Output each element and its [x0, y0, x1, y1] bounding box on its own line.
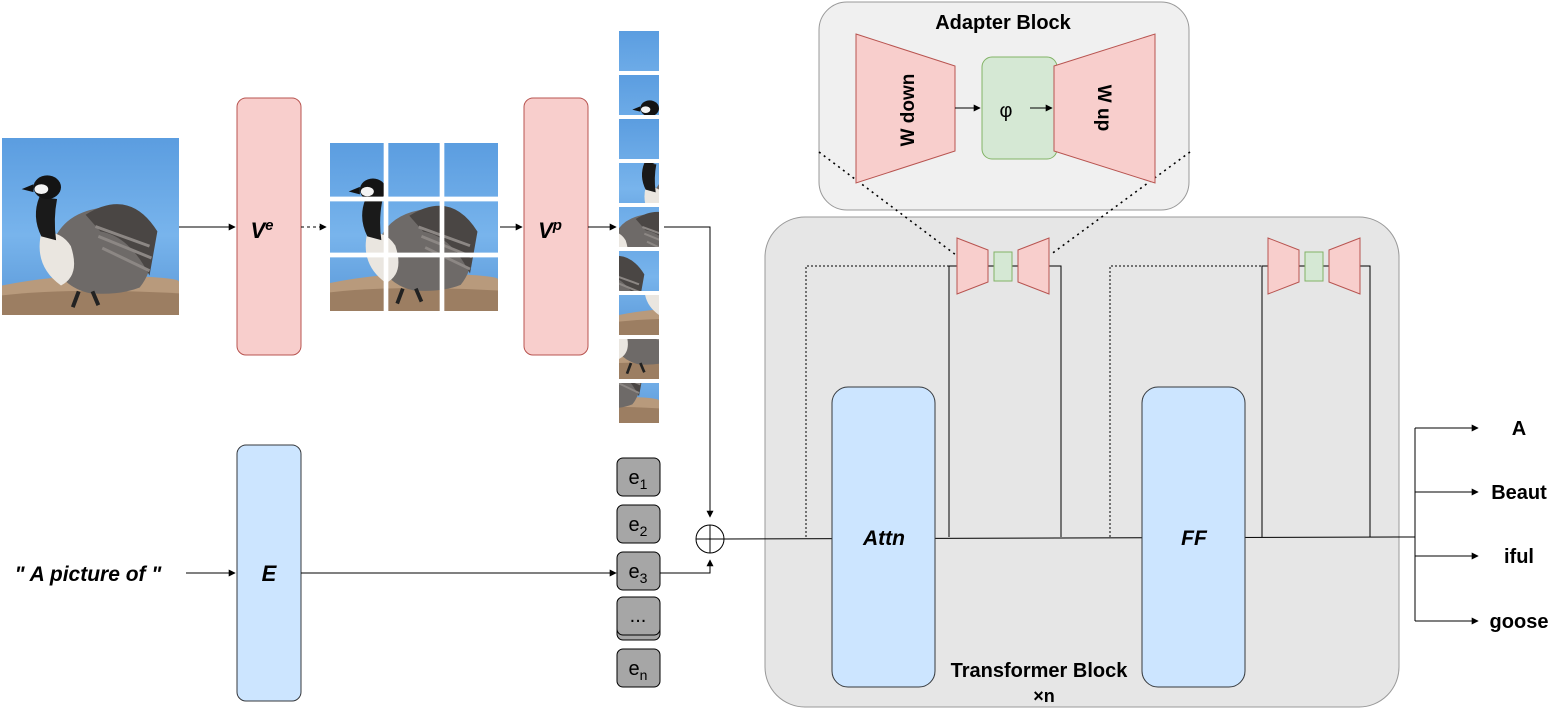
vision-proj-block: Vp: [523, 97, 589, 356]
attention-block: Attn: [831, 386, 936, 688]
input-image: [2, 138, 179, 315]
feedforward-label: FF: [1181, 527, 1208, 550]
transformer-repeat-label: ×n: [1033, 686, 1055, 706]
zoom-line-right: [1049, 151, 1191, 256]
token-e2: e2: [616, 504, 661, 544]
svg-text:e3: e3: [629, 561, 648, 586]
concat-operator: [695, 524, 725, 554]
arrow-text-tokens-to-concat: [660, 559, 714, 574]
text-encoder-block: E: [236, 444, 302, 702]
arrow-image-tokens-to-concat: [664, 226, 714, 518]
token-e3: e3: [616, 551, 661, 591]
zoom-line-left: [818, 151, 957, 256]
mini-adapter-attn: [956, 237, 1050, 295]
vision-proj-sup: p: [552, 217, 562, 234]
w-down-label: W down: [898, 74, 919, 147]
phi-label: φ: [1000, 100, 1013, 122]
mini-adapter-ff: [1267, 237, 1361, 295]
output-token-1: A: [1512, 418, 1526, 440]
output-token-3: iful: [1504, 546, 1534, 568]
output-token-4: goose: [1490, 611, 1549, 633]
prompt-text: " A picture of ": [15, 563, 163, 586]
w-down-block: W down: [855, 33, 956, 184]
text-encoder-label: E: [262, 561, 278, 586]
vision-proj-label: V: [538, 218, 555, 243]
patch-grid: [330, 143, 498, 311]
svg-text:en: en: [629, 658, 648, 683]
token-en: en: [616, 648, 661, 688]
adapter-block-title: Adapter Block: [935, 12, 1071, 34]
transformer-block-label: Transformer Block: [951, 660, 1129, 682]
svg-text:Vp: Vp: [538, 217, 562, 243]
svg-text:e1: e1: [629, 467, 648, 492]
vision-embed-label: V: [250, 218, 267, 243]
token-ellipsis: ...: [616, 596, 661, 641]
svg-text:...: ...: [630, 605, 647, 627]
svg-text:Ve: Ve: [250, 217, 273, 243]
vision-embed-sup: e: [265, 217, 273, 234]
output-token-2: Beaut: [1491, 482, 1547, 504]
text-token-list: e1 e2 e3 ... en: [616, 457, 661, 688]
attention-label: Attn: [862, 527, 905, 550]
feedforward-block: FF: [1141, 386, 1246, 688]
w-up-block: W up: [1053, 33, 1156, 184]
token-e1: e1: [616, 457, 661, 497]
svg-text:e2: e2: [629, 514, 648, 539]
vision-embed-block: Ve: [236, 97, 302, 356]
w-up-label: W up: [1093, 85, 1114, 131]
